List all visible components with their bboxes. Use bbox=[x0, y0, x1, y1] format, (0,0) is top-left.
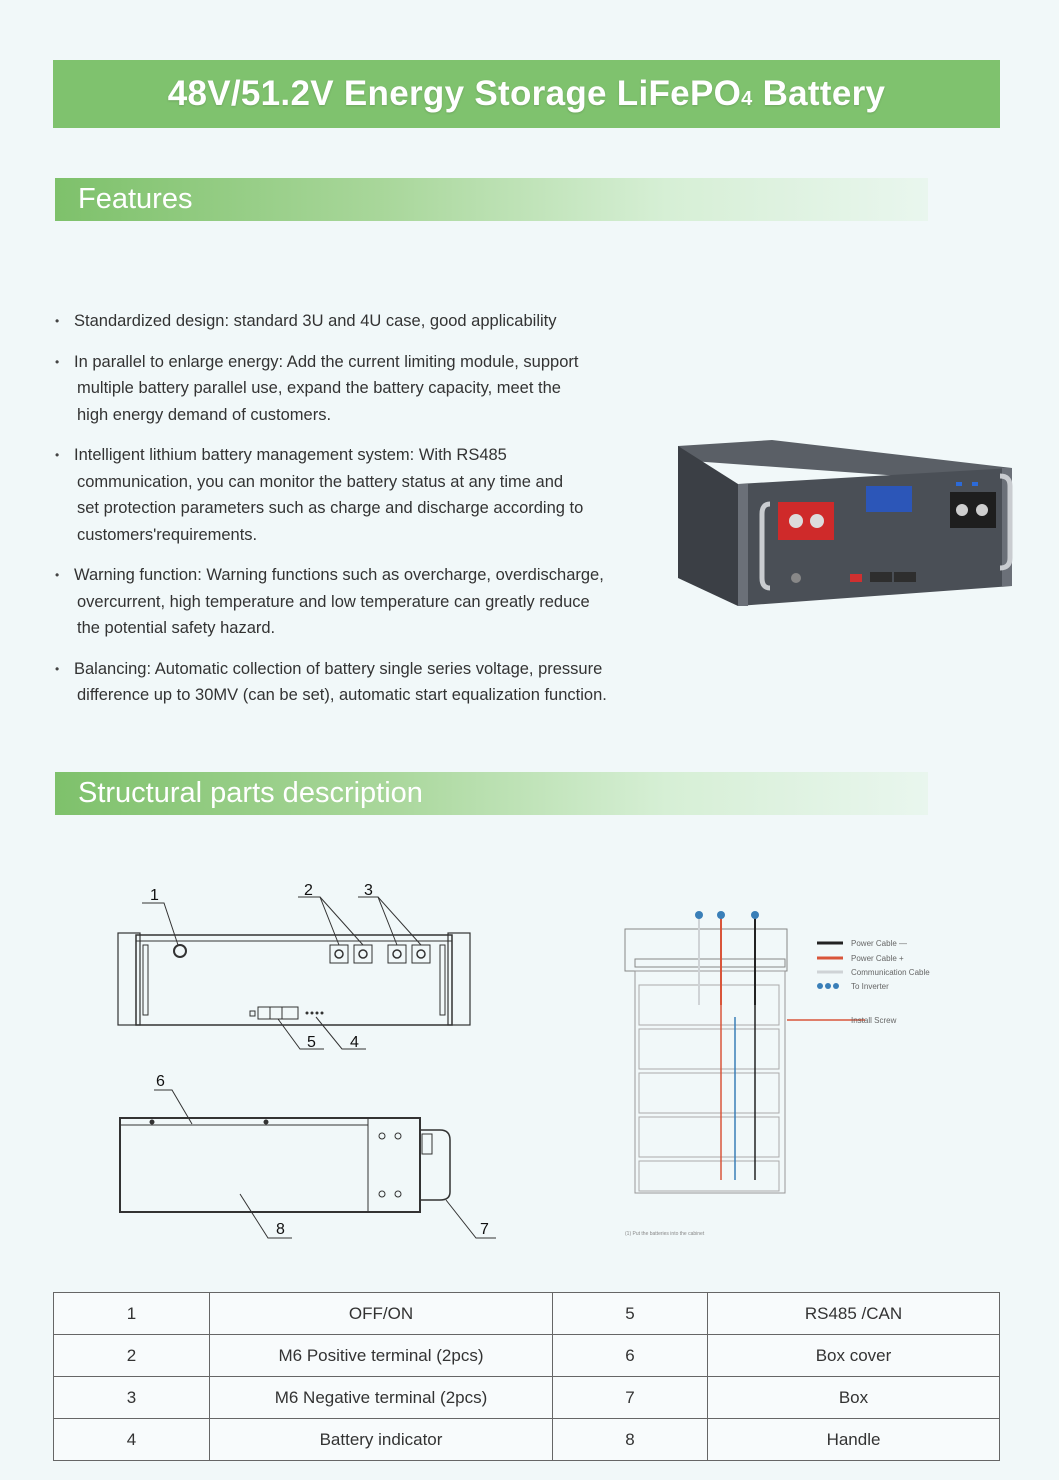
bullet-icon: • bbox=[55, 448, 60, 462]
side-view-diagram: 6 7 8 bbox=[119, 1073, 496, 1239]
bullet-icon: • bbox=[55, 661, 60, 676]
bullet-icon: • bbox=[55, 568, 60, 582]
table-cell: 8 bbox=[552, 1418, 708, 1461]
feature-item: • Standardized design: standard 3U and 4… bbox=[52, 308, 662, 335]
table-cell: 5 bbox=[552, 1292, 708, 1335]
table-cell: Handle bbox=[707, 1418, 1000, 1461]
table-row: 1 OFF/ON 5 RS485 /CAN bbox=[53, 1292, 1000, 1335]
table-row: 4 Battery indicator 8 Handle bbox=[53, 1418, 1000, 1461]
table-cell: OFF/ON bbox=[209, 1292, 553, 1335]
callout-1: 1 bbox=[150, 887, 159, 904]
features-section-header: Features bbox=[55, 178, 928, 221]
page-title: 48V/51.2V Energy Storage LiFePO4 Battery bbox=[167, 74, 886, 113]
table-cell: 6 bbox=[552, 1334, 708, 1377]
table-cell: 1 bbox=[53, 1292, 210, 1335]
callout-4: 4 bbox=[350, 1034, 359, 1051]
callout-5: 5 bbox=[307, 1034, 316, 1051]
table-cell: Battery indicator bbox=[209, 1418, 553, 1461]
cabinet-wiring-diagram: Power Cable — Power Cable + Communicatio… bbox=[624, 911, 930, 1237]
features-list: • Standardized design: standard 3U and 4… bbox=[52, 308, 662, 723]
cabinet-caption: (1) Put the batteries into the cabinet bbox=[625, 1231, 705, 1237]
structural-section-header: Structural parts description bbox=[55, 772, 928, 815]
callout-6: 6 bbox=[156, 1073, 165, 1090]
parts-table: 1 OFF/ON 5 RS485 /CAN 2 M6 Positive term… bbox=[53, 1292, 1000, 1461]
table-row: 3 M6 Negative terminal (2pcs) 7 Box bbox=[53, 1376, 1000, 1419]
legend-communication: Communication Cable bbox=[851, 968, 930, 977]
table-cell: 4 bbox=[53, 1418, 210, 1461]
bullet-icon: • bbox=[55, 354, 60, 369]
table-cell: Box bbox=[707, 1376, 1000, 1419]
callout-8: 8 bbox=[276, 1221, 285, 1238]
legend-inverter: To Inverter bbox=[851, 982, 889, 991]
title-banner: 48V/51.2V Energy Storage LiFePO4 Battery bbox=[53, 60, 1000, 128]
bullet-icon: • bbox=[55, 314, 60, 328]
legend-power-negative: Power Cable — bbox=[851, 939, 907, 948]
front-view-diagram: 1 2 3 4 5 bbox=[117, 882, 471, 1051]
callout-3: 3 bbox=[364, 882, 373, 899]
table-cell: 7 bbox=[552, 1376, 708, 1419]
feature-item: • In parallel to enlarge energy: Add the… bbox=[52, 349, 662, 429]
table-cell: 3 bbox=[53, 1376, 210, 1419]
table-cell: 2 bbox=[53, 1334, 210, 1377]
feature-item: • Intelligent lithium battery management… bbox=[52, 442, 662, 548]
table-cell: RS485 /CAN bbox=[707, 1292, 1000, 1335]
feature-item: • Balancing: Automatic collection of bat… bbox=[52, 656, 662, 709]
callout-7: 7 bbox=[480, 1221, 489, 1238]
callout-2: 2 bbox=[304, 882, 313, 899]
table-cell: Box cover bbox=[707, 1334, 1000, 1377]
legend-install-screw: Install Screw bbox=[851, 1016, 897, 1025]
table-cell: M6 Negative terminal (2pcs) bbox=[209, 1376, 553, 1419]
table-cell: M6 Positive terminal (2pcs) bbox=[209, 1334, 553, 1377]
feature-item: • Warning function: Warning functions su… bbox=[52, 562, 662, 642]
legend-power-positive: Power Cable + bbox=[851, 954, 904, 963]
table-row: 2 M6 Positive terminal (2pcs) 6 Box cove… bbox=[53, 1334, 1000, 1377]
battery-product-image bbox=[678, 440, 1013, 606]
